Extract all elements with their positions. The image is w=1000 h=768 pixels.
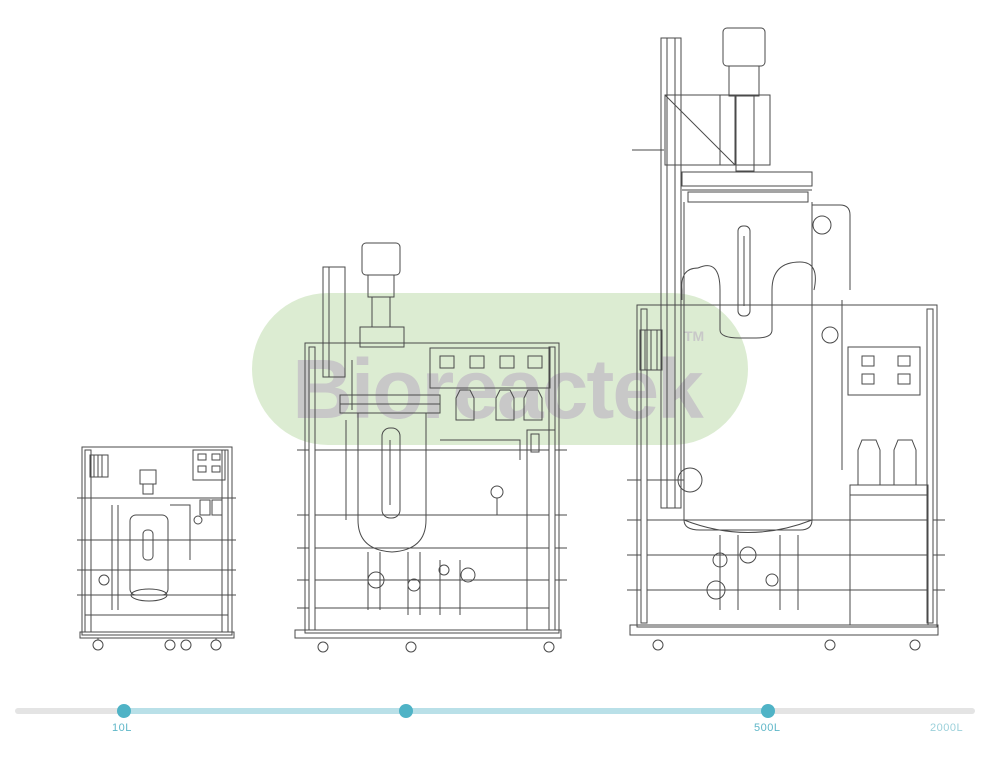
bioreactor-large-icon xyxy=(627,27,945,651)
scale-label-500l: 500L xyxy=(754,722,781,734)
watermark-text: Bioreactek xyxy=(292,342,704,436)
scale-label-10l: 10L xyxy=(112,722,132,734)
scale-node-middle[interactable] xyxy=(399,704,413,718)
scale-bar xyxy=(15,704,975,718)
scale-label-2000l: 2000L xyxy=(930,722,964,734)
bioreactor-medium-icon xyxy=(294,242,567,653)
watermark-trademark: TM xyxy=(684,328,704,344)
watermark-blob xyxy=(252,293,748,445)
scale-node-start[interactable] xyxy=(117,704,131,718)
watermark: Bioreactek TM xyxy=(252,293,748,445)
scale-node-end[interactable] xyxy=(761,704,775,718)
bioreactor-small-icon xyxy=(77,446,236,651)
